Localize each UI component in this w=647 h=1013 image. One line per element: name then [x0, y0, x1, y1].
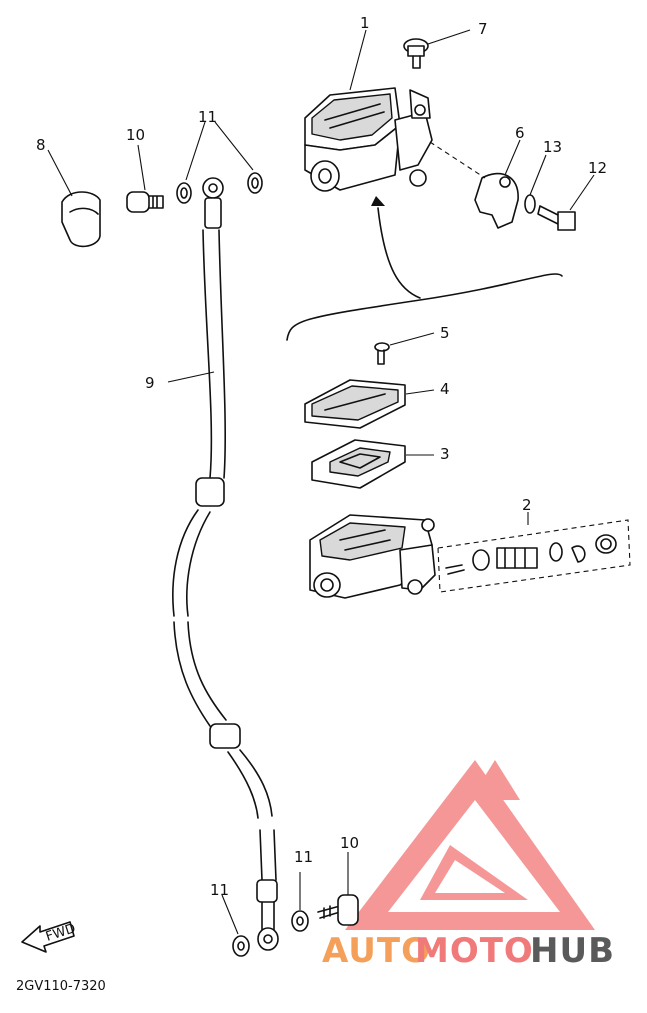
washer-part-11-bottom-mid: [291, 910, 309, 932]
callout-11-bottom-mid: 11: [294, 848, 313, 866]
screw-part-5: [374, 342, 390, 365]
watermark-text: AUTO MOTO HUB: [322, 931, 615, 971]
holder-part-6: [474, 172, 519, 229]
washer-part-11-bottom-left: [232, 935, 250, 957]
boot-cap-part-8: [61, 191, 101, 248]
washer-part-11-top-b: [247, 172, 263, 194]
washer-part-11-top-a: [176, 182, 192, 204]
piston-kit-part-2: [437, 519, 631, 593]
master-cylinder-assembly: [304, 87, 433, 192]
union-bolt-part-10-top: [126, 191, 164, 213]
diagram-code: 2GV110-7320: [16, 979, 106, 994]
bolt-part-12: [537, 205, 576, 231]
callout-11-bottom-left: 11: [210, 881, 229, 899]
cap-part-4: [304, 379, 406, 429]
bolt-part-7: [403, 38, 429, 69]
master-cylinder-body: [309, 514, 436, 599]
callout-1: 1: [360, 14, 370, 32]
callout-9: 9: [145, 374, 155, 392]
callout-10-bottom: 10: [340, 834, 359, 852]
callout-12: 12: [588, 159, 607, 177]
callout-10-top: 10: [126, 126, 145, 144]
front-arrow-icon: FWD: [21, 921, 78, 953]
watermark-logo: [345, 760, 595, 930]
brake-hose-part-9: [172, 177, 279, 951]
callout-2: 2: [522, 496, 532, 514]
callout-11-top: 11: [198, 108, 217, 126]
union-bolt-part-10-bottom: [317, 894, 359, 926]
front-arrow-label: FWD: [44, 921, 77, 945]
watermark-hub: HUB: [530, 931, 615, 971]
callout-5: 5: [440, 324, 450, 342]
callout-7: 7: [478, 20, 488, 38]
callout-6: 6: [515, 124, 525, 142]
watermark-moto: MOTO: [415, 931, 534, 971]
callout-8: 8: [36, 136, 46, 154]
watermark-auto: AUTO: [322, 931, 431, 971]
callout-4: 4: [440, 380, 450, 398]
callout-13: 13: [543, 138, 562, 156]
callout-3: 3: [440, 445, 450, 463]
diaphragm-part-3: [311, 439, 406, 489]
washer-part-13: [524, 194, 536, 214]
